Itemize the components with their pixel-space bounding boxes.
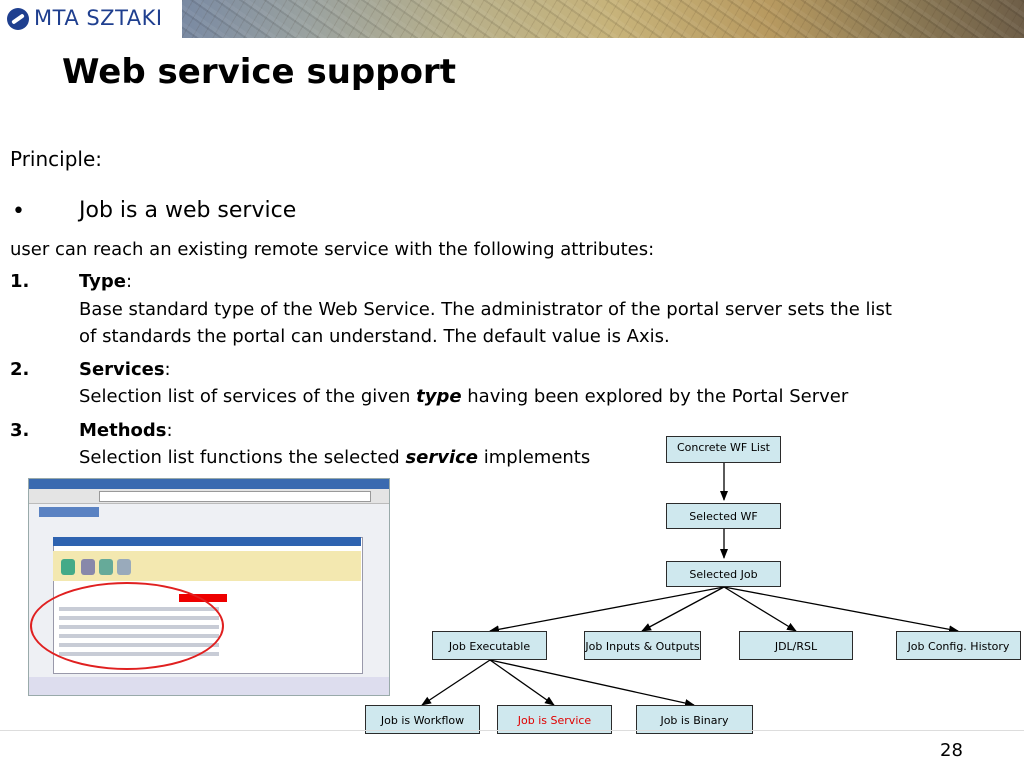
item-1-number: 1. xyxy=(10,271,30,292)
settings-icon xyxy=(117,559,131,575)
item-1-term: Type xyxy=(79,271,126,292)
item-3-term: Methods xyxy=(79,420,167,441)
item-1-line-2: of standards the portal can understand. … xyxy=(79,326,670,347)
node-job-config-history: Job Config. History xyxy=(896,631,1021,660)
item-3-heading: Methods: xyxy=(79,417,173,445)
arrow-seljob-to-config xyxy=(723,586,959,634)
logo: MTA SZTAKI xyxy=(0,0,182,38)
node-job-executable: Job Executable xyxy=(432,631,547,660)
arrow-seljob-to-jdl xyxy=(723,586,797,632)
node-jdl-rsl: JDL/RSL xyxy=(739,631,853,660)
arrow-seljob-to-executable xyxy=(489,586,725,634)
item-3-description: Selection list functions the selected se… xyxy=(79,444,590,472)
item-2-term: Services xyxy=(79,359,165,380)
job-config-panel-header xyxy=(53,537,361,546)
item-2-post: having been explored by the Portal Serve… xyxy=(461,386,849,407)
service-icon xyxy=(81,559,95,575)
principle-label: Principle: xyxy=(10,147,103,171)
portal-tabs xyxy=(39,507,99,517)
browser-titlebar xyxy=(29,479,389,489)
item-2-heading: Services: xyxy=(79,356,171,384)
node-selected-job: Selected Job xyxy=(666,561,781,587)
item-2-emphasis: type xyxy=(416,386,462,407)
intro-text: user can reach an existing remote servic… xyxy=(10,239,655,260)
sztaki-logo-icon xyxy=(7,8,29,30)
logo-text: MTA SZTAKI xyxy=(34,6,163,30)
item-2-pre: Selection list of services of the given xyxy=(79,386,417,407)
browser-address-bar xyxy=(99,491,371,502)
node-job-inputs-outputs: Job Inputs & Outputs xyxy=(584,631,701,660)
node-selected-wf: Selected WF xyxy=(666,503,781,529)
page-number: 28 xyxy=(940,740,963,761)
item-3-colon: : xyxy=(166,420,173,441)
item-1-colon: : xyxy=(125,271,133,292)
highlight-ellipse xyxy=(30,582,224,670)
workflow-icon xyxy=(61,559,75,575)
item-2-number: 2. xyxy=(10,359,30,380)
binary-icon xyxy=(99,559,113,575)
arrow-seljob-to-inputs xyxy=(641,586,725,632)
arrow-executable-to-service xyxy=(489,659,555,706)
header-banner: MTA SZTAKI xyxy=(0,0,1024,38)
item-2-colon: : xyxy=(164,359,171,380)
node-job-is-service: Job is Service xyxy=(497,705,612,734)
node-concrete-wf-list: Concrete WF List xyxy=(666,436,781,463)
item-1-heading: Type: xyxy=(79,268,132,296)
node-job-is-binary: Job is Binary xyxy=(636,705,753,734)
bullet-text: Job is a web service xyxy=(79,198,297,223)
item-3-pre: Selection list functions the selected xyxy=(79,447,406,468)
item-2-description: Selection list of services of the given … xyxy=(79,383,848,411)
item-3-post: implements xyxy=(478,447,591,468)
browser-statusbar xyxy=(29,677,389,695)
footer-divider xyxy=(0,730,1024,731)
node-job-is-workflow: Job is Workflow xyxy=(365,705,480,734)
item-1-line-1: Base standard type of the Web Service. T… xyxy=(79,299,892,320)
bullet-mark: • xyxy=(12,199,25,224)
slide-title: Web service support xyxy=(62,52,456,92)
arrow-executable-to-binary xyxy=(489,659,695,707)
item-3-emphasis: service xyxy=(405,447,479,468)
item-3-number: 3. xyxy=(10,420,30,441)
arrow-executable-to-workflow xyxy=(421,659,491,706)
